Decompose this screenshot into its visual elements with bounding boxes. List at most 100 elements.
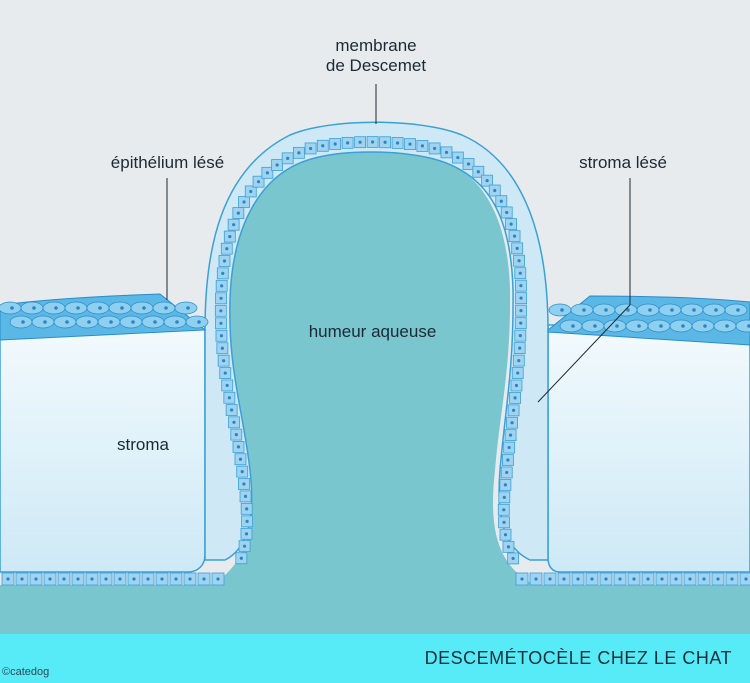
cell-nucleus	[519, 309, 523, 313]
cell-nucleus	[333, 142, 337, 146]
cell-nucleus	[485, 179, 489, 183]
credit: ©catedog	[2, 666, 50, 678]
epithelial-nucleus	[725, 324, 729, 328]
epithelial-cell	[152, 301, 176, 315]
epithelial-nucleus	[637, 324, 641, 328]
epithelial-cell	[97, 315, 121, 329]
epithelial-cells	[0, 301, 750, 333]
epithelial-nucleus	[65, 320, 69, 324]
cell-nucleus	[118, 577, 122, 581]
epithelial-cell	[691, 319, 715, 333]
cell-nucleus	[509, 222, 513, 226]
cell-nucleus	[516, 371, 520, 375]
epithelial-cell	[559, 319, 583, 333]
cell-nucleus	[444, 150, 449, 154]
epithelial-nucleus	[615, 324, 619, 328]
cell-nucleus	[132, 577, 136, 581]
cell-nucleus	[517, 358, 521, 363]
cell-nucleus	[230, 408, 234, 412]
epithelial-cell	[713, 319, 737, 333]
cell-nucleus	[146, 577, 150, 581]
cell-nucleus	[242, 482, 246, 486]
cell-nucleus	[219, 309, 223, 313]
cell-nucleus	[275, 163, 279, 167]
cell-nucleus	[245, 507, 249, 511]
epithelial-cell	[669, 319, 693, 333]
cell-nucleus	[503, 483, 507, 487]
cell-nucleus	[520, 577, 524, 581]
cell-nucleus	[6, 577, 10, 581]
cell-nucleus	[514, 383, 519, 388]
epithelial-nucleus	[164, 306, 168, 310]
cell-nucleus	[408, 142, 412, 146]
epithelial-cell	[31, 315, 55, 329]
epithelial-cell	[42, 301, 66, 315]
stroma-right	[547, 324, 750, 573]
cell-nucleus	[519, 284, 523, 288]
cell-nucleus	[505, 210, 509, 215]
cell-nucleus	[225, 247, 229, 251]
epithelial-nucleus	[593, 324, 597, 328]
epithelial-cell	[174, 301, 198, 315]
bottom-cell-rows	[1, 572, 750, 586]
cell-nucleus	[503, 533, 508, 537]
cell-nucleus	[236, 445, 241, 449]
cell-nucleus	[321, 144, 325, 148]
cell-nucleus	[219, 334, 224, 338]
epithelial-cell	[702, 303, 726, 317]
cell-nucleus	[239, 556, 243, 560]
epithelial-cell	[108, 301, 132, 315]
epithelial-cell	[592, 303, 616, 317]
cell-nucleus	[265, 171, 269, 175]
epithelial-cell	[53, 315, 77, 329]
cell-nucleus	[297, 151, 301, 155]
cell-nucleus	[216, 577, 220, 581]
footer-bar	[0, 634, 750, 683]
epithelial-cell	[603, 319, 627, 333]
epithelial-cell	[130, 301, 154, 315]
epithelial-nucleus	[153, 320, 157, 324]
epithelial-nucleus	[571, 324, 575, 328]
epithelial-cell	[141, 315, 165, 329]
cell-nucleus	[245, 519, 249, 523]
cell-nucleus	[219, 296, 223, 300]
cell-nucleus	[506, 458, 510, 462]
label-epithelium: épithélium lésé	[110, 153, 225, 172]
cell-nucleus	[518, 271, 522, 275]
cell-nucleus	[730, 577, 734, 581]
cell-nucleus	[90, 577, 94, 581]
cell-nucleus	[243, 494, 248, 498]
cell-nucleus	[744, 577, 748, 581]
label-stroma-lese: stroma lésé	[579, 153, 667, 172]
cell-nucleus	[502, 520, 506, 524]
cell-nucleus	[660, 577, 664, 581]
aqueous-humour-region	[0, 149, 750, 640]
cell-nucleus	[716, 577, 720, 581]
cell-nucleus	[395, 141, 400, 145]
epithelial-nucleus	[714, 308, 718, 312]
epithelial-nucleus	[76, 306, 80, 310]
cell-nucleus	[220, 284, 224, 288]
cell-nucleus	[515, 246, 519, 250]
label-descemet-membrane: membrane de Descemet	[325, 36, 427, 75]
cell-nucleus	[370, 140, 375, 144]
epithelial-nucleus	[186, 306, 190, 310]
cell-nucleus	[548, 577, 552, 581]
cell-nucleus	[502, 508, 506, 512]
epithelial-cell	[75, 315, 99, 329]
cell-nucleus	[240, 470, 244, 474]
epithelial-nucleus	[703, 324, 707, 328]
cell-nucleus	[618, 577, 622, 581]
leader-line-stroma-lese-2	[537, 304, 631, 403]
epithelial-nucleus	[670, 308, 674, 312]
epithelial-nucleus	[681, 324, 685, 328]
endothelial-cells	[214, 136, 527, 565]
epithelial-cell	[20, 301, 44, 315]
cell-nucleus	[646, 577, 650, 581]
cell-nucleus	[358, 140, 362, 144]
epithelial-nucleus	[109, 320, 113, 324]
descemet-membrane	[204, 121, 549, 561]
cell-nucleus	[518, 346, 522, 350]
cell-nucleus	[62, 577, 66, 581]
